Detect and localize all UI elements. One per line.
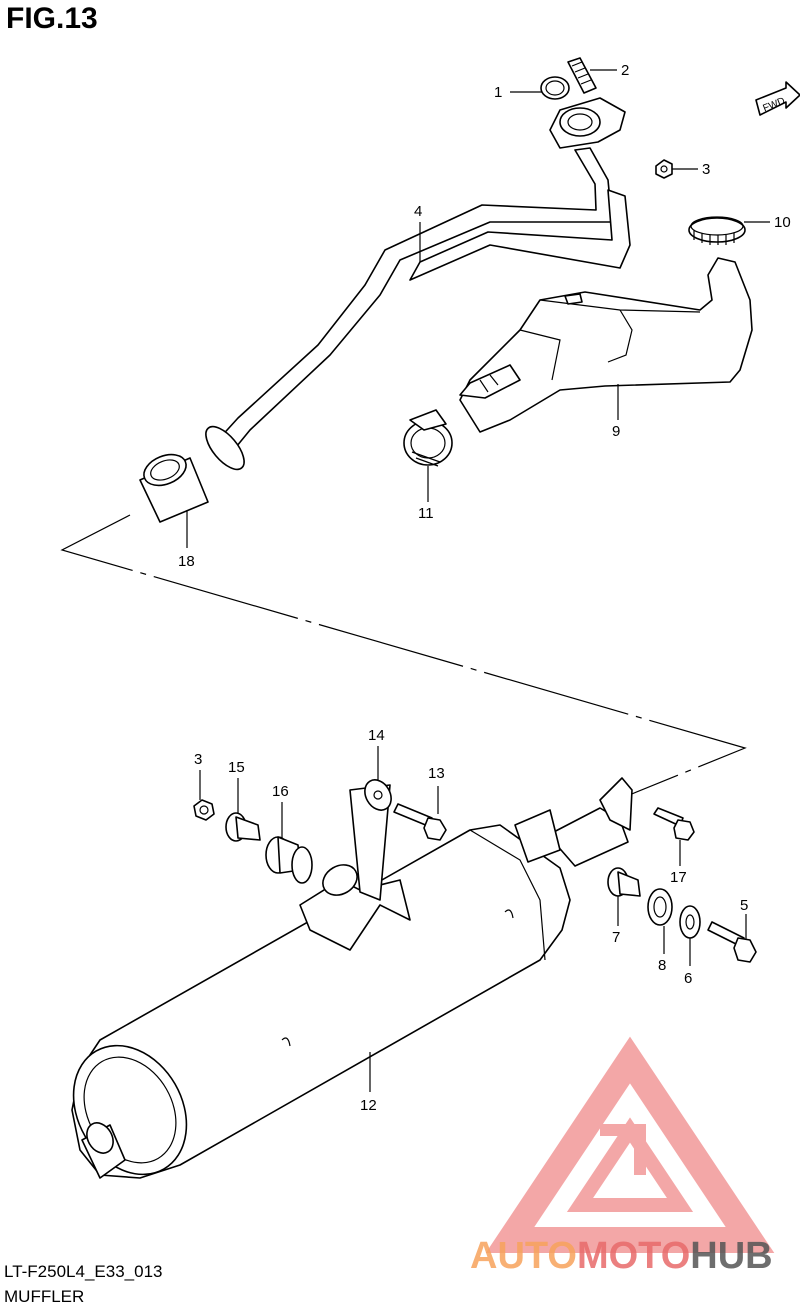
callout-3-top: 3 [702, 161, 710, 178]
cushion-part-16 [265, 836, 313, 884]
callout-10: 10 [774, 214, 791, 231]
callout-13: 13 [428, 765, 445, 782]
callout-labels: 1 2 3 4 5 6 7 8 9 10 11 12 13 14 15 16 1… [178, 62, 791, 1114]
callout-5: 5 [740, 897, 748, 914]
leader-lines [186, 69, 770, 1092]
hose-clamp-part [403, 409, 453, 467]
bolt-part-13 [393, 803, 447, 841]
muffler-part [71, 777, 633, 1179]
collar-part-7 [607, 867, 641, 897]
callout-18: 18 [178, 553, 195, 570]
watermark-moto: MOTO [577, 1235, 690, 1277]
watermark-auto: AUTO [470, 1235, 577, 1277]
callout-2: 2 [621, 62, 629, 79]
callout-15: 15 [228, 759, 245, 776]
clamp-band-part [688, 216, 746, 245]
cushion-part-8 [647, 888, 673, 926]
collar-part-15 [225, 812, 261, 842]
bolt-part-17 [653, 807, 695, 841]
diagram-name: MUFFLER [4, 1287, 85, 1306]
figure-title: FIG.13 [6, 2, 98, 35]
sleeve-gasket-part [139, 453, 209, 523]
washer-part-6 [679, 905, 701, 939]
callout-9: 9 [612, 423, 620, 440]
nut-part [655, 159, 673, 179]
washer-part-14 [364, 779, 392, 811]
exhaust-pipe-part [205, 97, 631, 471]
watermark-text: AUTOMOTOHUB [470, 1235, 773, 1277]
callout-12: 12 [360, 1097, 377, 1114]
callout-11: 11 [418, 505, 434, 522]
watermark-logo [485, 1036, 775, 1253]
svg-text:AUTOMOTOHUB: AUTOMOTOHUB [470, 1235, 773, 1277]
watermark-hub: HUB [690, 1235, 772, 1277]
gasket-part [540, 76, 570, 100]
phantom-connection-lines [60, 514, 747, 803]
nut-part-lower [193, 799, 215, 821]
callout-4: 4 [414, 203, 422, 220]
spark-arrester-part [459, 257, 753, 433]
callout-7: 7 [612, 929, 620, 946]
stud-bolt-part [567, 57, 597, 94]
bolt-part-5 [707, 921, 757, 963]
diagram-code: LT-F250L4_E33_013 [4, 1262, 163, 1281]
callout-8: 8 [658, 957, 666, 974]
forward-arrow-icon: FWD [755, 81, 800, 116]
callout-14: 14 [368, 727, 385, 744]
callout-3-lower: 3 [194, 751, 202, 768]
callout-16: 16 [272, 783, 289, 800]
callout-6: 6 [684, 970, 692, 987]
callout-1: 1 [494, 84, 502, 101]
callout-17: 17 [670, 869, 687, 886]
